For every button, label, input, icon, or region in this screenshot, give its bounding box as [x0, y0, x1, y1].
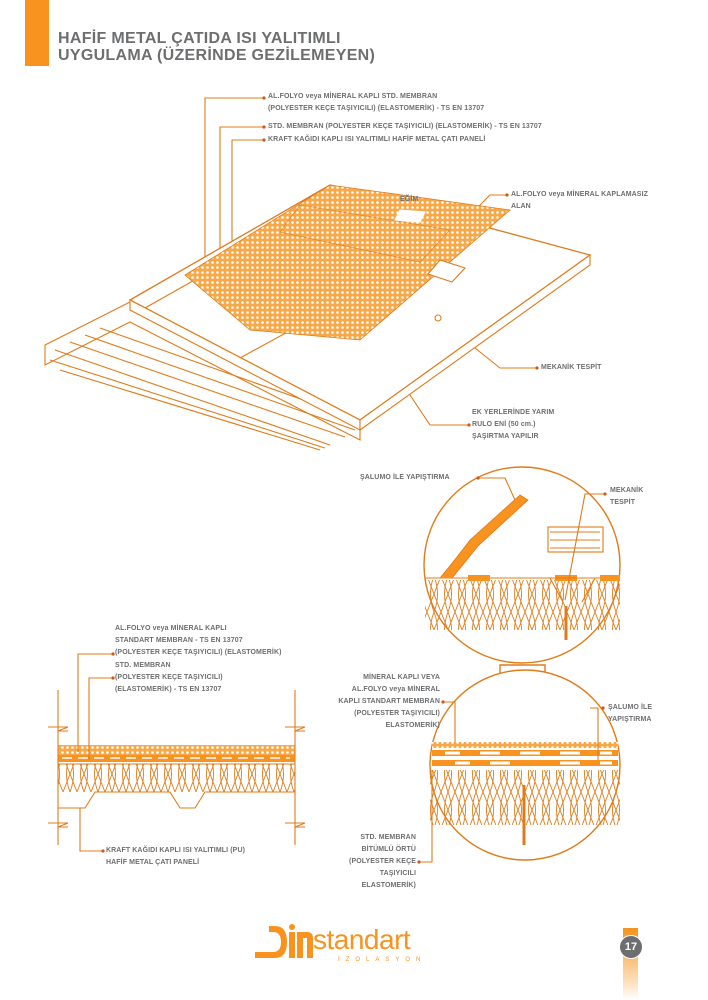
label-line: YAPIŞTIRMA [608, 716, 652, 723]
label-line: TESPİT [610, 499, 636, 506]
label-std-membran: STD. MEMBRAN (POLYESTER KEÇE TAŞIYICILI)… [268, 123, 542, 130]
page-title: HAFİF METAL ÇATIDA ISI YALITIMLI UYGULAM… [58, 30, 375, 64]
label-line: STANDART MEMBRAN - TS EN 13707 [115, 637, 243, 644]
label-line: (POLYESTER TAŞIYICILI) [354, 710, 440, 717]
label-mechanical-fix: MEKANİK TESPİT [541, 364, 602, 371]
brand-logo-mark [255, 924, 313, 958]
label-line: AL.FOLYO veya MİNERAL KAPLI [115, 625, 227, 632]
label-line: MEKANİK [610, 487, 644, 494]
label-line: (POLYESTER KEÇE TAŞIYICILI) (ELASTOMERİK… [268, 105, 485, 112]
label-line: ŞAŞIRTMA YAPILIR [472, 433, 539, 440]
label-line: (POLYESTER KEÇE TAŞIYICILI) [115, 674, 223, 681]
label-joint-offset: EK YERLERİNDE YARIM RULO ENİ (50 cm.) ŞA… [472, 407, 554, 443]
label-slope: EĞİM [400, 196, 419, 203]
label-line: MİNERAL KAPLI VEYA [363, 674, 440, 681]
label-line: RULO ENİ (50 cm.) [472, 421, 536, 428]
label-detail2-std-membrane: STD. MEMBRAN BİTÜMLÜ ÖRTÜ (POLYESTER KEÇ… [300, 832, 416, 892]
label-line: EK YERLERİNDE YARIM [472, 409, 555, 416]
label-line: AL.FOLYO veya MİNERAL KAPLAMASIZ [511, 191, 648, 198]
label-line: TAŞIYICILI [379, 870, 416, 877]
label-uncoated-area: AL.FOLYO veya MİNERAL KAPLAMASIZ ALAN [511, 189, 648, 213]
label-line: ALAN [511, 203, 531, 210]
section-detail [48, 653, 306, 852]
title-line-2: UYGULAMA (ÜZERİNDE GEZİLEMEYEN) [58, 47, 376, 64]
label-line: AL.FOLYO veya MİNERAL KAPLI STD. MEMBRAN [268, 93, 438, 100]
accent-bar [25, 0, 49, 66]
label-line: STD. MEMBRAN [115, 662, 171, 669]
label-line: KAPLI STANDART MEMBRAN [338, 698, 440, 705]
label-line: ELASTOMERİK) [385, 722, 440, 729]
label-detail2-top-membrane: MİNERAL KAPLI VEYA AL.FOLYO veya MİNERAL… [300, 672, 440, 732]
label-line: STD. MEMBRAN [360, 834, 416, 841]
page-number: 17 [619, 935, 643, 959]
detail-circle-1 [423, 466, 621, 664]
label-section-panel: KRAFT KAĞIDI KAPLI ISI YALITIMLI (PU) HA… [106, 845, 245, 869]
label-line: ŞALUMO İLE [608, 704, 653, 711]
brand-subtitle: İZOLASYON [338, 957, 427, 963]
label-line: (POLYESTER KEÇE TAŞIYICILI) (ELASTOMERİK… [115, 649, 282, 656]
label-section-std-membrane: STD. MEMBRAN (POLYESTER KEÇE TAŞIYICILI)… [115, 660, 223, 696]
label-line: ELASTOMERİK) [361, 882, 416, 889]
label-line: (POLYESTER KEÇE [349, 858, 416, 865]
label-line: HAFİF METAL ÇATI PANELİ [106, 859, 200, 866]
title-line-1: HAFİF METAL ÇATIDA ISI YALITIMLI [58, 30, 341, 47]
label-alfolyo-membran: AL.FOLYO veya MİNERAL KAPLI STD. MEMBRAN… [268, 91, 484, 115]
brand-name: standart [313, 924, 411, 955]
label-line: (ELASTOMERİK) - TS EN 13707 [115, 686, 222, 693]
detail-circle-2 [420, 669, 621, 863]
label-line: AL.FOLYO veya MİNERAL [351, 686, 440, 693]
label-line: BİTÜMLÜ ÖRTÜ [361, 846, 416, 853]
label-torch-bonding: ŞALUMO İLE YAPIŞTIRMA [360, 474, 450, 481]
label-detail2-torch-bonding: ŞALUMO İLE YAPIŞTIRMA [608, 702, 652, 726]
label-section-top-membrane: AL.FOLYO veya MİNERAL KAPLI STANDART MEM… [115, 623, 282, 659]
label-mechanical-fix-detail: MEKANİK TESPİT [610, 485, 643, 509]
label-line: KRAFT KAĞIDI KAPLI ISI YALITIMLI (PU) [106, 847, 246, 854]
label-kraft-panel: KRAFT KAĞIDI KAPLI ISI YALITIMLI HAFİF M… [268, 136, 486, 143]
